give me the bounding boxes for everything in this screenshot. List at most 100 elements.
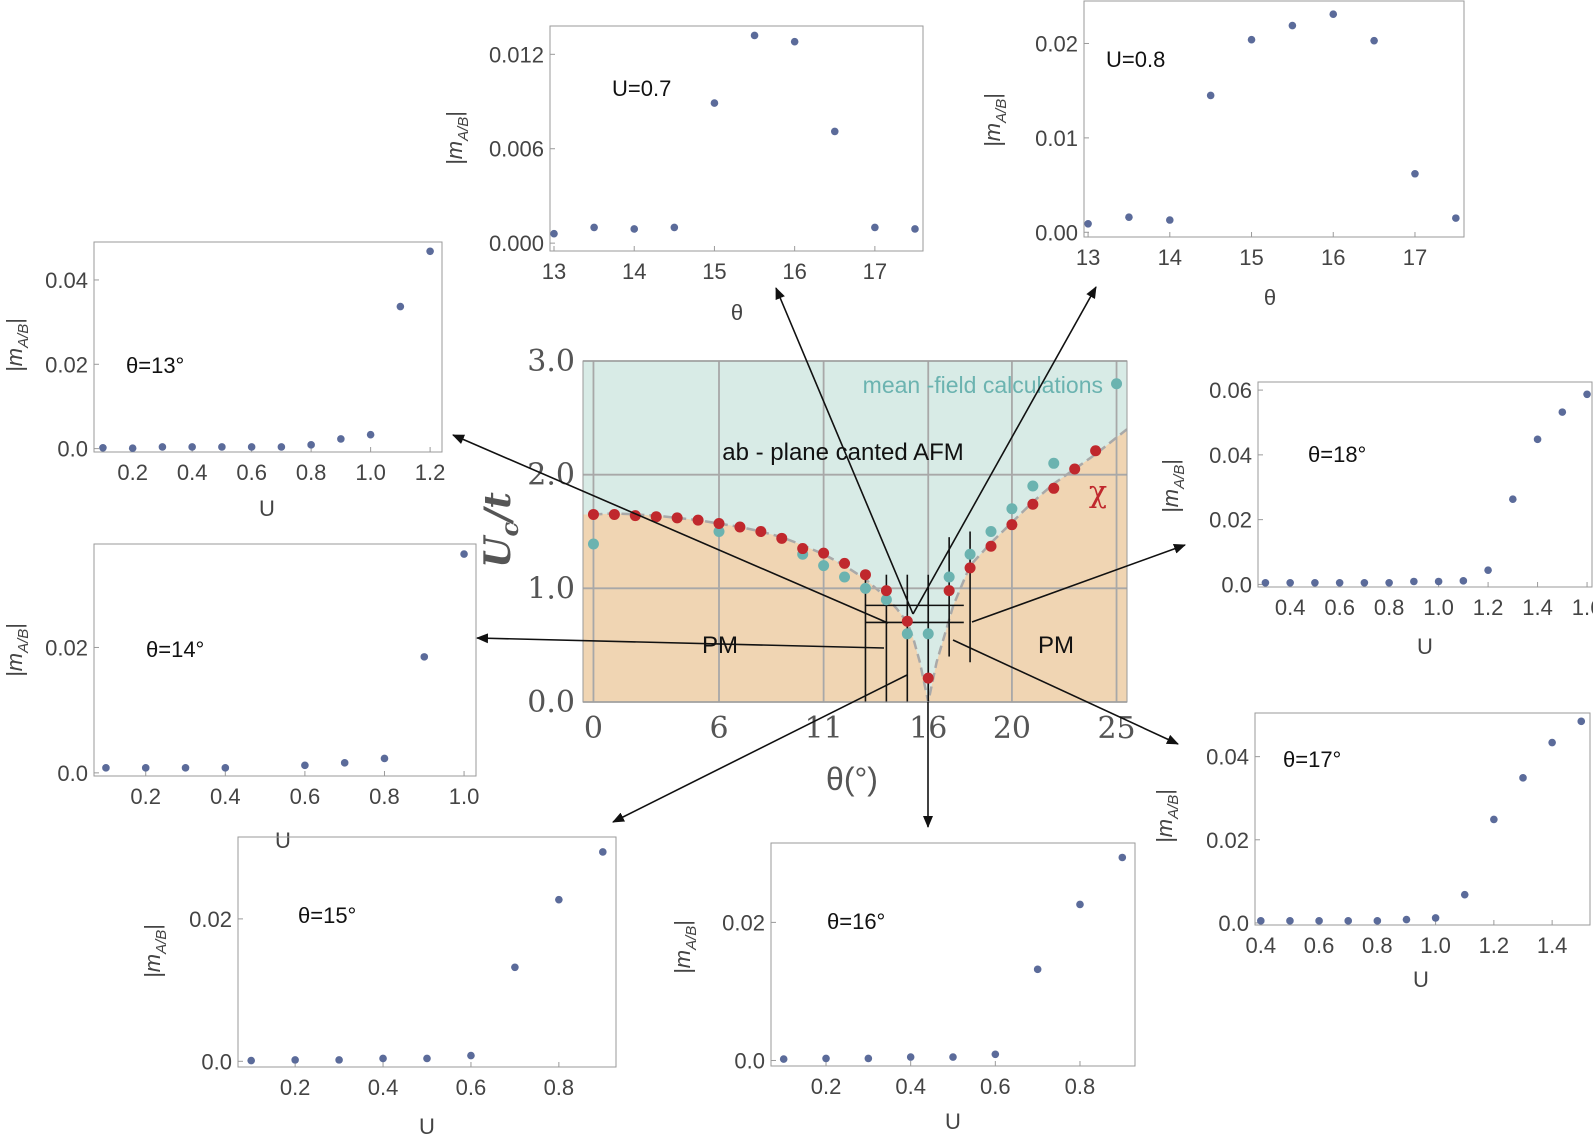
- magnetization-point: [1452, 214, 1460, 222]
- magnetization-point: [1118, 853, 1127, 862]
- susceptibility-point: [859, 569, 871, 581]
- main-x-tick-label: 6: [709, 711, 728, 746]
- susceptibility-point: [818, 547, 830, 559]
- x-tick-label: 17: [1403, 245, 1427, 270]
- inset-x-axis-label: θ: [1264, 285, 1276, 310]
- mean-field-point: [901, 628, 913, 640]
- inset-x-axis-label: θ: [731, 300, 743, 325]
- magnetization-point: [1402, 915, 1411, 924]
- y-tick-label: 0.0: [57, 761, 88, 786]
- mean-field-point: [964, 548, 976, 560]
- y-tick-label: 0.006: [489, 137, 544, 162]
- inset-frame: [237, 836, 617, 1068]
- y-tick-label: 0.0: [201, 1049, 232, 1074]
- magnetization-point: [830, 127, 839, 136]
- mean-field-point: [1048, 457, 1060, 469]
- x-tick-label: 0.2: [130, 784, 161, 809]
- x-tick-label: 0.8: [1065, 1074, 1096, 1099]
- magnetization-point: [340, 759, 349, 767]
- x-tick-label: 0.2: [811, 1074, 842, 1099]
- y-tick-label: 0.02: [45, 352, 88, 377]
- x-tick-label: 0.8: [369, 784, 400, 809]
- inset-frame: [1083, 0, 1465, 238]
- magnetization-point: [99, 443, 107, 452]
- magnetization-point: [1533, 435, 1542, 444]
- inset-x-axis-label: U: [945, 1109, 961, 1134]
- connector-arrows: [452, 286, 1186, 828]
- inset-y-axis-label: |mA/B|: [670, 920, 700, 974]
- magnetization-point: [128, 444, 137, 453]
- inset-x-axis-label: U: [259, 496, 275, 521]
- magnetization-point: [1286, 578, 1294, 587]
- susceptibility-point: [985, 540, 997, 552]
- magnetization-point: [396, 302, 405, 311]
- x-tick-label: 0.4: [177, 460, 208, 485]
- susceptibility-point: [1069, 463, 1081, 475]
- magnetization-point: [871, 223, 879, 232]
- magnetization-point: [1166, 216, 1174, 224]
- x-tick-label: 0.8: [544, 1075, 575, 1100]
- magnetization-point: [379, 1054, 387, 1063]
- inset-y-axis-label: |mA/B|: [1152, 789, 1182, 843]
- magnetization-point: [188, 443, 196, 451]
- x-tick-label: 17: [863, 259, 887, 284]
- main-y-ticks: 0.01.02.03.0: [527, 344, 575, 720]
- magnetization-point: [1460, 890, 1469, 899]
- inset-y-axis-label: |mA/B|: [980, 93, 1010, 147]
- x-tick-label: 16: [782, 259, 806, 284]
- inset-t18: 0.40.60.81.01.21.41.60.00.020.040.06θ=18…: [1158, 378, 1593, 659]
- arrow-to-t13: [452, 434, 889, 624]
- magnetization-point: [1084, 219, 1092, 228]
- magnetization-point: [864, 1054, 873, 1063]
- arrow-to-t15: [612, 674, 908, 823]
- x-tick-label: 14: [1158, 245, 1182, 270]
- y-tick-label: 0.0: [1218, 911, 1249, 936]
- susceptibility-point: [964, 562, 976, 574]
- magnetization-point: [599, 848, 607, 856]
- x-tick-label: 1.0: [355, 460, 386, 485]
- magnetization-point: [1288, 21, 1297, 30]
- x-tick-label: 0.4: [895, 1074, 926, 1099]
- magnetization-point: [1286, 917, 1294, 925]
- inset-frame: [770, 842, 1136, 1067]
- magnetization-point: [911, 225, 919, 233]
- magnetization-point: [1410, 577, 1418, 586]
- x-tick-label: 0.6: [456, 1075, 487, 1100]
- x-tick-label: 15: [1239, 245, 1263, 270]
- inset-frame: [1254, 712, 1591, 926]
- magnetization-point: [291, 1056, 299, 1064]
- y-tick-label: 0.000: [489, 231, 544, 256]
- mean-field-point: [880, 594, 892, 606]
- main-x-tick-label: 25: [1097, 711, 1135, 746]
- main-y-axis-label: Uc/t: [477, 492, 524, 568]
- inset-y-axis-label: |mA/B|: [140, 924, 170, 978]
- susceptibility-point: [776, 532, 788, 544]
- main-y-tick-label: 3.0: [527, 344, 575, 379]
- x-tick-label: 0.6: [1324, 595, 1355, 620]
- x-tick-label: 0.2: [117, 460, 148, 485]
- susceptibility-point: [901, 615, 913, 627]
- mean-field-point: [922, 628, 934, 640]
- inset-title: θ=14°: [146, 637, 204, 662]
- x-tick-label: 1.2: [415, 460, 446, 485]
- magnetization-point: [790, 37, 799, 46]
- inset-y-axis-label: |mA/B|: [2, 318, 32, 372]
- magnetization-point: [1311, 578, 1319, 587]
- susceptibility-point: [797, 543, 809, 555]
- magnetization-point: [949, 1053, 957, 1061]
- magnetization-point: [1519, 774, 1527, 782]
- main-y-tick-label: 0.0: [527, 685, 575, 720]
- magnetization-point: [1558, 408, 1567, 416]
- magnetization-point: [426, 247, 434, 256]
- arrow-to-u07: [775, 287, 914, 615]
- x-tick-label: 0.8: [296, 460, 327, 485]
- arrow-to-t14: [476, 633, 885, 649]
- mean-field-point: [1006, 503, 1018, 515]
- inset-x-axis-label: U: [419, 1114, 435, 1139]
- magnetization-point: [550, 229, 558, 238]
- magnetization-point: [1335, 578, 1344, 587]
- main-x-tick-label: 20: [993, 711, 1031, 746]
